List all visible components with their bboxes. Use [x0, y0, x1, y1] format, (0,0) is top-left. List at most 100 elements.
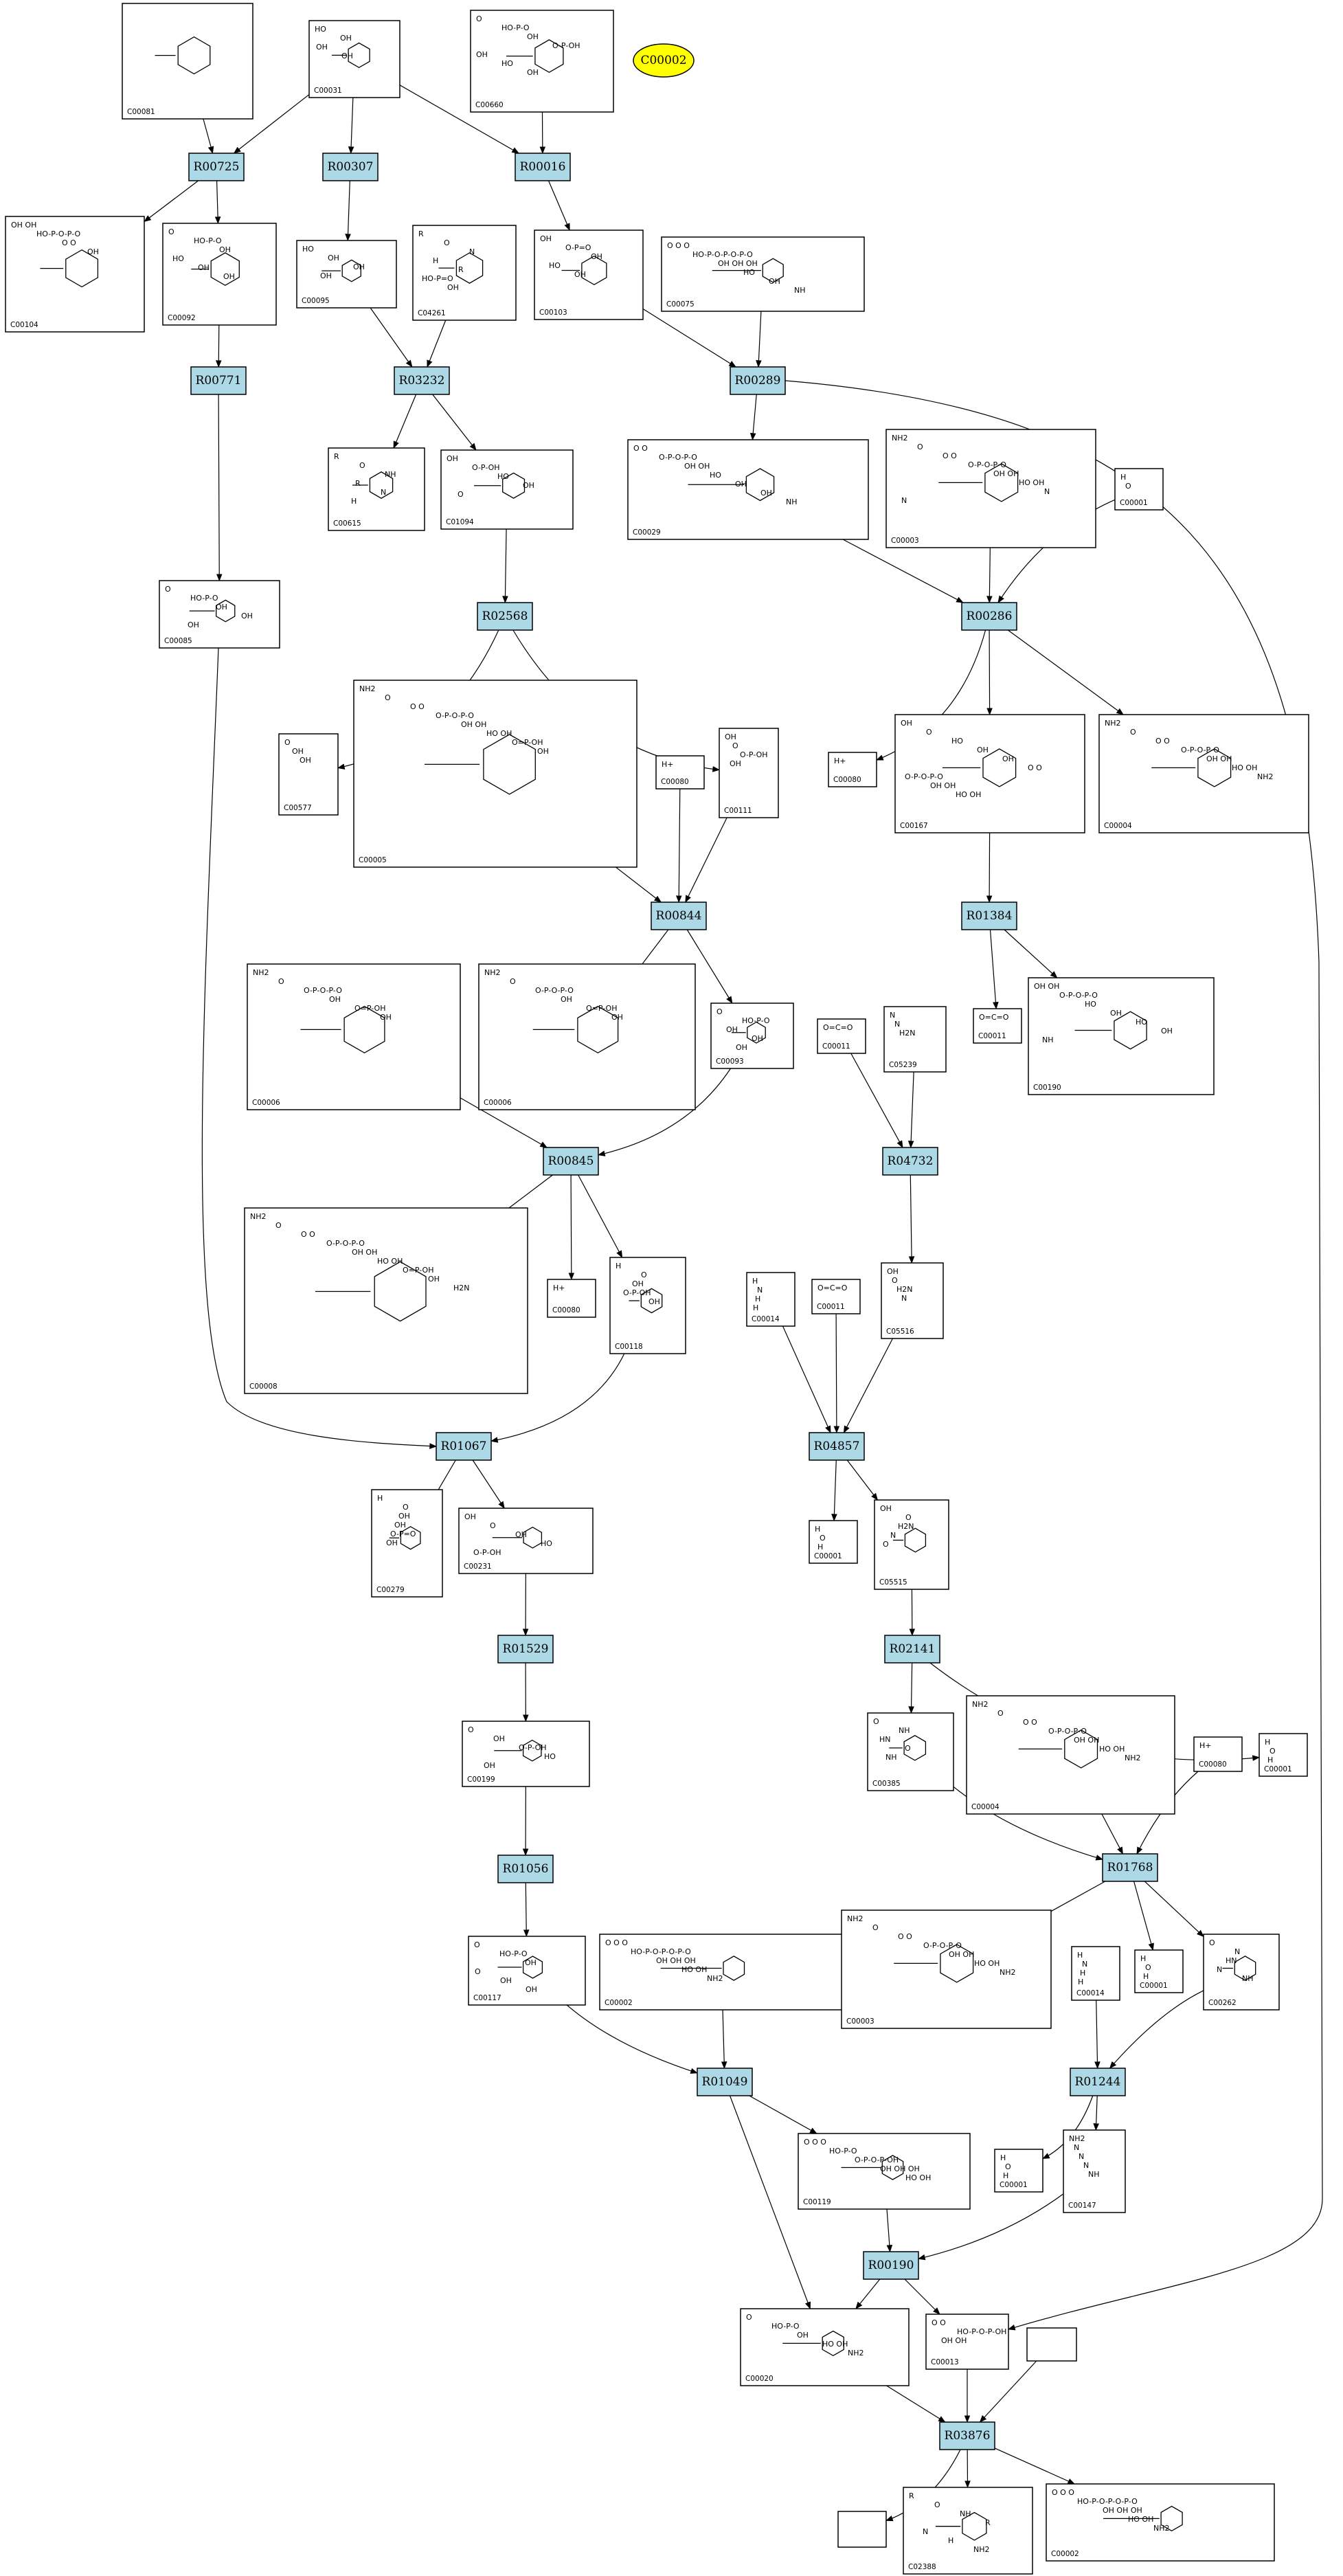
compound-id: C01094 [446, 518, 474, 526]
reaction-R01244[interactable]: R01244 [1070, 2068, 1126, 2096]
reaction-R03876[interactable]: R03876 [939, 2421, 995, 2450]
atom-label: H2N [899, 1029, 916, 1038]
reaction-R03232[interactable]: R03232 [394, 366, 450, 395]
compound-box [894, 714, 1085, 833]
reaction-R02141[interactable]: R02141 [884, 1635, 940, 1664]
reaction-R01529[interactable]: R01529 [497, 1635, 554, 1664]
compound-C00080b[interactable]: H+C00080 [828, 752, 877, 787]
reaction-R00771[interactable]: R00771 [190, 366, 247, 395]
reaction-R01067[interactable]: R01067 [436, 1432, 492, 1461]
reaction-R01049[interactable]: R01049 [697, 2068, 753, 2096]
compound-C00080a[interactable]: H+C00080 [655, 755, 705, 789]
reaction-R00845[interactable]: R00845 [543, 1147, 599, 1176]
compound-C00080c[interactable]: H+C00080 [547, 1279, 596, 1318]
reaction-R01768[interactable]: R01768 [1102, 1853, 1158, 1882]
compound-id: C00103 [539, 309, 567, 317]
atom-label: O-P-OH [472, 463, 500, 472]
compound-Cblank1[interactable] [1026, 2327, 1077, 2362]
compound-box [458, 1508, 594, 1574]
reaction-R02568[interactable]: R02568 [477, 602, 533, 631]
atom-label: NH2 [707, 1974, 723, 1983]
atom-label: O [1269, 1747, 1276, 1756]
atom-label: NH2 [1153, 2524, 1170, 2533]
reaction-R04857[interactable]: R04857 [809, 1432, 865, 1461]
compound-box [468, 1936, 586, 2006]
reaction-R04732[interactable]: R04732 [882, 1147, 938, 1176]
compound-C00081[interactable]: C00081 [122, 3, 253, 120]
atom-label: O [165, 585, 171, 594]
reaction-R00289[interactable]: R00289 [730, 366, 786, 395]
edge-R01768-C00003b [1043, 1881, 1106, 1918]
compound-C00080d[interactable]: H+C00080 [1193, 1736, 1243, 1772]
reaction-R00307[interactable]: R00307 [322, 153, 379, 181]
reaction-R01384[interactable]: R01384 [961, 901, 1017, 930]
atom-label: O=C=O [823, 1023, 853, 1032]
compound-Cblank2[interactable] [837, 2511, 887, 2548]
reaction-R00190[interactable]: R00190 [863, 2251, 919, 2280]
compound-id: C00013 [931, 2358, 959, 2366]
atom-label: HO OH [681, 1965, 707, 1974]
reaction-R00286[interactable]: R00286 [961, 602, 1017, 631]
reaction-R00725[interactable]: R00725 [188, 153, 245, 181]
atom-label: H [753, 1303, 758, 1312]
reaction-R00844[interactable]: R00844 [651, 901, 707, 930]
highlighted-compound-badge[interactable]: C00002 [633, 43, 695, 78]
reaction-R00016[interactable]: R00016 [515, 153, 571, 181]
reaction-R01056[interactable]: R01056 [497, 1855, 554, 1883]
atom-label: HO OH [1232, 763, 1257, 772]
atom-label: R [909, 2491, 914, 2500]
